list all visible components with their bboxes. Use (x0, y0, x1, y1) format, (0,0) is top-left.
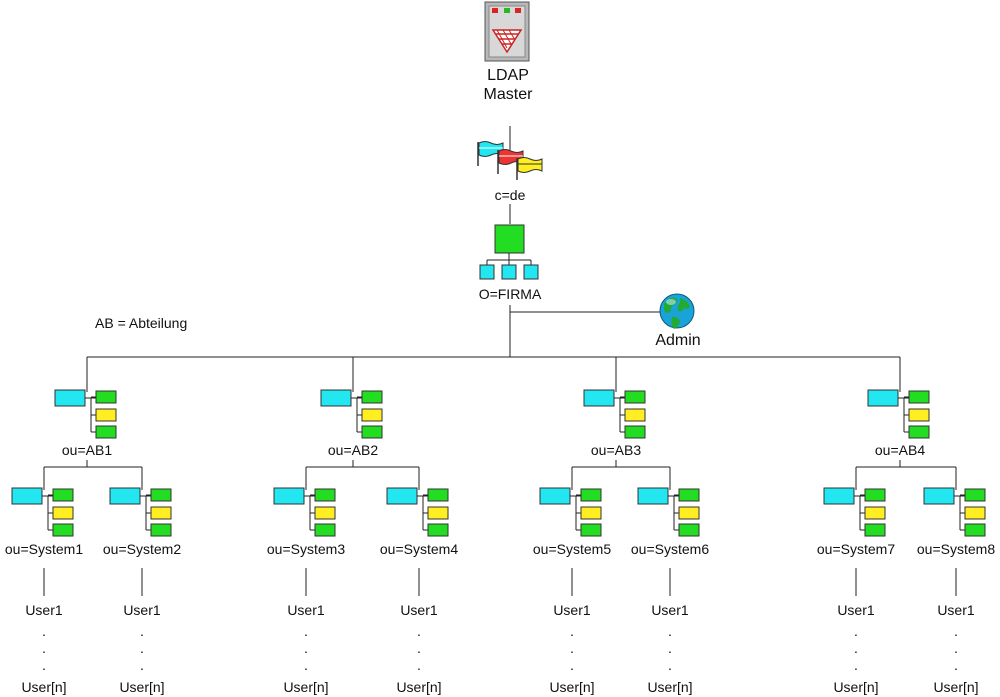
flags-icon (477, 141, 543, 180)
server-icon (484, 1, 530, 62)
system-8-ellipsis-dot-1: . (954, 623, 958, 639)
globe-icon (659, 293, 695, 329)
dept-4-label: ou=AB4 (875, 442, 925, 458)
system-6-user-last: User[n] (647, 679, 692, 695)
system-5-label: ou=System5 (533, 541, 611, 557)
dept-2-label: ou=AB2 (328, 442, 378, 458)
system-3-user-last: User[n] (283, 679, 328, 695)
system-2-label: ou=System2 (103, 541, 181, 557)
system-4-ou-icon (386, 487, 449, 537)
system-2-user-last: User[n] (119, 679, 164, 695)
system-4-ellipsis-dot-1: . (417, 623, 421, 639)
system-3-ellipsis-dot-2: . (304, 640, 308, 656)
system-3-ellipsis-dot-1: . (304, 623, 308, 639)
system-6-ou-icon (637, 487, 700, 537)
legend-text: AB = Abteilung (95, 315, 187, 331)
system-5-ou-icon (539, 487, 602, 537)
dept-3-label: ou=AB3 (591, 442, 641, 458)
system-8-ou-icon (923, 487, 986, 537)
system-3-user-first: User1 (287, 602, 325, 618)
system-1-user-first: User1 (25, 602, 63, 618)
system-2-ellipsis-dot-1: . (140, 623, 144, 639)
server-label-line2: Master (484, 86, 534, 103)
system-4-user-last: User[n] (396, 679, 441, 695)
system-7-ellipsis-dot-2: . (854, 640, 858, 656)
system-3-label: ou=System3 (267, 541, 345, 557)
system-7-ellipsis-dot-3: . (854, 657, 858, 673)
country-label: c=de (495, 187, 526, 203)
system-3-ou-icon (273, 487, 336, 537)
system-1-ellipsis-dot-2: . (42, 640, 46, 656)
system-1-user-last: User[n] (21, 679, 66, 695)
org-chart-icon (479, 224, 539, 280)
dept-3-ou-icon (583, 389, 646, 439)
dept-1-ou-icon (54, 389, 117, 439)
system-5-ellipsis-dot-1: . (570, 623, 574, 639)
system-3-ellipsis-dot-3: . (304, 657, 308, 673)
system-2-ou-icon (109, 487, 172, 537)
system-5-user-first: User1 (553, 602, 591, 618)
server-label-line1: LDAP (487, 67, 529, 84)
system-1-label: ou=System1 (5, 541, 83, 557)
system-1-ellipsis-dot-3: . (42, 657, 46, 673)
org-label: O=FIRMA (479, 286, 542, 302)
system-6-label: ou=System6 (631, 541, 709, 557)
system-2-user-first: User1 (123, 602, 161, 618)
system-5-ellipsis-dot-2: . (570, 640, 574, 656)
system-1-ellipsis-dot-1: . (42, 623, 46, 639)
system-4-label: ou=System4 (380, 541, 458, 557)
dept-4-ou-icon (867, 389, 930, 439)
system-7-ou-icon (823, 487, 886, 537)
system-6-ellipsis-dot-1: . (668, 623, 672, 639)
system-6-ellipsis-dot-3: . (668, 657, 672, 673)
system-6-user-first: User1 (651, 602, 689, 618)
system-5-ellipsis-dot-3: . (570, 657, 574, 673)
system-1-ou-icon (11, 487, 74, 537)
system-7-label: ou=System7 (817, 541, 895, 557)
system-4-ellipsis-dot-2: . (417, 640, 421, 656)
system-7-ellipsis-dot-1: . (854, 623, 858, 639)
system-8-user-last: User[n] (933, 679, 978, 695)
system-4-ellipsis-dot-3: . (417, 657, 421, 673)
system-5-user-last: User[n] (549, 679, 594, 695)
system-4-user-first: User1 (400, 602, 438, 618)
system-2-ellipsis-dot-2: . (140, 640, 144, 656)
system-6-ellipsis-dot-2: . (668, 640, 672, 656)
system-7-user-first: User1 (837, 602, 875, 618)
dept-2-ou-icon (320, 389, 383, 439)
system-7-user-last: User[n] (833, 679, 878, 695)
system-8-label: ou=System8 (917, 541, 995, 557)
system-8-user-first: User1 (937, 602, 975, 618)
system-8-ellipsis-dot-3: . (954, 657, 958, 673)
dept-1-label: ou=AB1 (62, 442, 112, 458)
system-8-ellipsis-dot-2: . (954, 640, 958, 656)
system-2-ellipsis-dot-3: . (140, 657, 144, 673)
admin-label: Admin (655, 332, 700, 349)
